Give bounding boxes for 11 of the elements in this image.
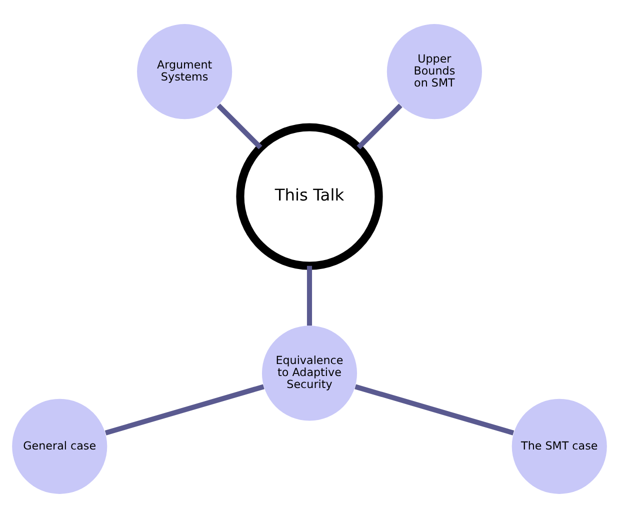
node-circle: General case — [12, 398, 108, 494]
node-circle: This Talk — [236, 122, 383, 270]
node-circle: Upper Bounds on SMT — [386, 24, 482, 119]
node-circle: Argument Systems — [137, 24, 232, 119]
node-circle: The SMT case — [512, 398, 607, 494]
node-circle: Equivalence to Adaptive Security — [262, 325, 358, 420]
connector — [104, 384, 264, 435]
connector — [216, 103, 262, 149]
connector — [306, 265, 312, 326]
connector — [356, 103, 402, 149]
connector — [354, 384, 514, 435]
